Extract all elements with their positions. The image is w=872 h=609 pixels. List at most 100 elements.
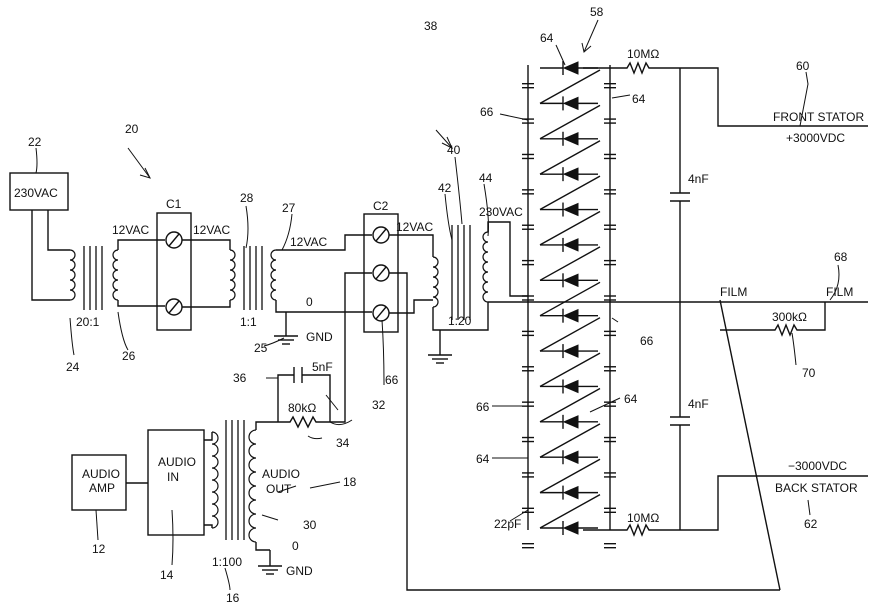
ref-58: 58: [590, 5, 604, 19]
ladder-diagonal: [539, 352, 601, 388]
ladder-diagonal: [539, 175, 601, 211]
resistor-10m-top: [583, 61, 680, 75]
ref-27: 27: [282, 201, 296, 215]
v12-label-c: 12VAC: [290, 235, 327, 249]
connector-c1: [156, 212, 192, 331]
transformer-1-20: [432, 225, 489, 320]
res-80k-label: 80kΩ: [288, 401, 316, 415]
v12-label-d: 12VAC: [396, 220, 433, 234]
ladder-diagonal: [539, 317, 601, 352]
leader-lines: [35, 19, 840, 591]
ladder-stages: [522, 61, 616, 549]
diode-upper: [562, 238, 579, 252]
ref-25: 25: [254, 341, 268, 355]
capacitor-5nf: [277, 367, 331, 422]
capacitor-4nf-top: [670, 68, 690, 302]
cap-4nf-bottom-label: 4nF: [688, 397, 709, 411]
diode-lower: [562, 415, 579, 429]
ref-70: 70: [802, 366, 816, 380]
v230-label-b: 230VAC: [479, 205, 523, 219]
ladder-diagonal: [539, 140, 601, 175]
source-230vac-label: 230VAC: [14, 186, 58, 200]
ref-12: 12: [92, 542, 106, 556]
ref-64-a: 64: [540, 31, 554, 45]
back-voltage-label: −3000VDC: [788, 459, 847, 473]
ref-64-b: 64: [632, 92, 646, 106]
transformer-1-1: [229, 246, 277, 310]
ground-25: [274, 312, 298, 345]
zero-label-b: 0: [292, 539, 299, 553]
ref-24: 24: [66, 360, 80, 374]
zero-label-a: 0: [306, 295, 313, 309]
res-10m-top-label: 10MΩ: [627, 47, 659, 61]
ref-18: 18: [343, 475, 357, 489]
transformer-20-1: [69, 246, 119, 310]
resistor-10m-bottom: [583, 523, 680, 537]
diode-lower: [562, 485, 579, 500]
film-left-label: FILM: [720, 285, 747, 299]
audio-in-box: [147, 429, 205, 536]
diode-upper: [562, 202, 579, 217]
diode-lower: [562, 379, 579, 394]
diode-lower: [562, 450, 579, 464]
ladder-diagonal: [539, 210, 601, 246]
diode-upper: [562, 273, 579, 288]
ladder-diagonal: [539, 387, 601, 423]
diode-lower: [562, 344, 579, 358]
ref-28: 28: [240, 191, 254, 205]
ref-32: 32: [372, 398, 386, 412]
ref-14: 14: [160, 568, 174, 582]
ladder-diagonal: [539, 104, 601, 140]
ref-66-b: 66: [640, 334, 654, 348]
ref-34: 34: [336, 436, 350, 450]
diode-lower: [562, 308, 579, 323]
cap-22pf-label: 22pF: [494, 517, 521, 531]
ref-62: 62: [804, 517, 818, 531]
ref-30: 30: [303, 518, 317, 532]
cap-5nf-label: 5nF: [312, 360, 333, 374]
ref-66-c: 66: [476, 400, 490, 414]
ground-transformer: [428, 330, 452, 364]
ratio-1-1: 1:1: [240, 315, 257, 329]
ref-22: 22: [28, 135, 42, 149]
ratio-1-100: 1:100: [212, 555, 242, 569]
ref-40: 40: [447, 143, 461, 157]
ladder-diagonal: [539, 494, 601, 529]
text-labels: 22 230VAC 20 20:1 24 26 C1 12VAC 12VAC 2…: [14, 5, 864, 605]
diode-lower: [562, 521, 579, 535]
multiplier-ladder: [527, 65, 680, 530]
capacitor-4nf-bottom: [670, 302, 690, 530]
film-right-label: FILM: [826, 285, 853, 299]
ref-60: 60: [796, 59, 810, 73]
ref-16: 16: [226, 591, 240, 605]
v12-label-a: 12VAC: [112, 223, 149, 237]
ground-audio: [258, 550, 282, 575]
diode-upper: [562, 96, 579, 111]
ref-64-d: 64: [476, 452, 490, 466]
v12-label-b: 12VAC: [193, 223, 230, 237]
ratio-1-20: 1:20: [448, 314, 472, 328]
ref-38: 38: [424, 19, 438, 33]
res-10m-bottom-label: 10MΩ: [627, 511, 659, 525]
ladder-diagonal: [539, 281, 601, 317]
diode-upper: [562, 167, 579, 181]
ladder-diagonal: [539, 458, 601, 494]
ladder-diagonal: [539, 69, 601, 104]
ref-42: 42: [438, 181, 452, 195]
c2-label: C2: [373, 199, 389, 213]
ref-20: 20: [125, 122, 139, 136]
gnd-label-a: GND: [306, 330, 333, 344]
back-stator-label: BACK STATOR: [775, 481, 858, 495]
ladder-diagonal: [539, 423, 601, 458]
film-network: [719, 299, 826, 591]
front-voltage-label: +3000VDC: [786, 131, 845, 145]
diode-upper: [562, 61, 579, 75]
gnd-label-b: GND: [286, 564, 313, 578]
ref-66-mid: 66: [385, 373, 399, 387]
ref-64-c: 64: [624, 392, 638, 406]
ref-44: 44: [479, 171, 493, 185]
diode-upper: [562, 132, 579, 146]
